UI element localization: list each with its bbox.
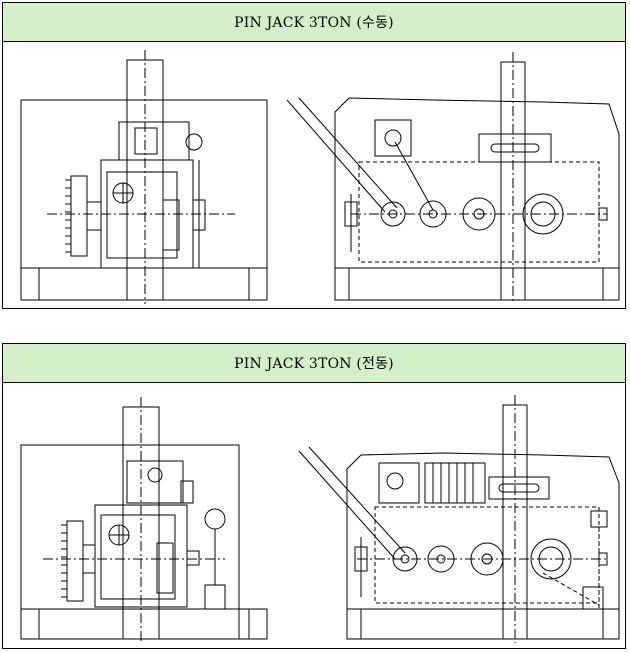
side-housing-outline [347,453,619,609]
side-left-bracket [345,202,357,226]
side-gear [393,547,417,571]
front-motor-fan [148,468,162,482]
front-gauge [205,509,225,529]
front-shaft [157,543,173,593]
front-base [21,609,267,639]
manual-side-view [287,52,619,304]
side-gear [381,202,405,226]
side-base [347,609,619,639]
side-gear-hub [482,554,492,564]
front-top-block [135,128,157,154]
side-gear-hub [437,555,445,563]
electric-side-view [299,395,619,643]
front-wheel-teeth [61,525,67,597]
side-base-block [583,587,603,609]
panel-electric-title: PIN JACK 3TON (전동) [234,356,394,372]
side-diagonal-arm [299,98,397,208]
side-housing-outline [335,98,619,270]
front-wheel-hub [87,202,101,230]
side-gear-large-inner [531,202,555,226]
panel-electric-drawing-area [3,383,625,648]
panel-manual-drawing-area [3,42,625,308]
front-frame [21,445,239,639]
side-gear-hub [474,209,484,219]
front-base [21,268,267,300]
panel-electric: PIN JACK 3TON (전동) [2,343,626,649]
side-link-rod [395,142,433,210]
side-top-motor-slot [499,484,539,492]
front-right-stub [187,551,199,565]
side-link-rod [543,573,599,605]
front-gearbox-inner [107,172,177,258]
side-top-motor-box [479,134,551,162]
side-gear-large-inner [539,547,563,571]
side-right-stub [599,208,607,220]
side-gear-hub [389,210,397,218]
electric-front-view [21,397,267,643]
front-wheel-teeth [65,180,71,252]
side-inner-box [375,507,599,603]
side-gear [471,543,503,575]
manual-front-view [21,50,267,304]
side-gear-large [523,194,563,234]
front-motor-housing [127,461,183,503]
side-motor-gearhead-hub [387,473,403,489]
side-gear-hub [401,555,409,563]
side-diagonal-arm [309,447,405,553]
side-left-bracket [355,547,367,571]
front-top-hub [186,134,202,150]
front-wheel [67,521,83,601]
panel-manual: PIN JACK 3TON (수동) [2,2,626,309]
front-frame [21,100,267,300]
panel-manual-header: PIN JACK 3TON (수동) [3,3,625,42]
side-motor-body [425,463,485,503]
side-top-hub [385,130,401,146]
front-motor-side [181,481,193,503]
side-top-motor-slot [491,144,539,152]
side-base [335,268,619,300]
front-gearbox-inner [101,515,175,599]
side-gear [463,198,495,230]
side-gear-hub [429,210,437,218]
side-top-block [375,120,411,156]
front-wheel [71,176,87,256]
front-gauge-base [205,585,225,609]
side-gear-large [531,539,571,579]
side-diagonal-arm [287,100,385,212]
side-motor-gearhead [379,463,419,503]
side-diagonal-arm [299,451,395,559]
side-top-motor-box [489,477,549,499]
front-shaft [163,200,179,250]
side-gear [428,546,454,572]
panel-manual-title: PIN JACK 3TON (수동) [234,15,394,31]
side-motor-fins [433,463,473,503]
side-gear [420,201,446,227]
panel-electric-header: PIN JACK 3TON (전동) [3,344,625,383]
